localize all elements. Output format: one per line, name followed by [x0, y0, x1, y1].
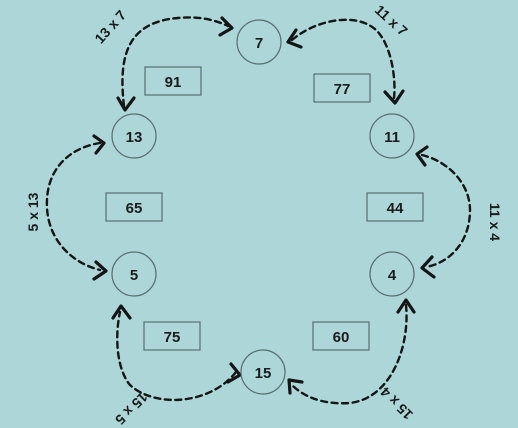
node-13-label: 13	[126, 129, 143, 146]
product-65-label: 65	[126, 200, 143, 217]
edge-label-11x4: 11 x 4	[487, 203, 503, 241]
edge-label-11x7: 11 x 7	[372, 2, 411, 40]
node-4-label: 4	[388, 267, 397, 284]
node-15-label: 15	[255, 365, 272, 382]
arrow-5-to-13	[45, 134, 108, 281]
arrow-11-to-4	[415, 145, 472, 279]
node-7: 7	[236, 19, 282, 65]
node-5: 5	[111, 251, 157, 297]
node-7-label: 7	[255, 35, 263, 52]
product-box-60: 60	[312, 321, 370, 351]
arrow-15-to-5	[111, 304, 242, 402]
arrow-4-to-15	[287, 298, 416, 405]
node-11-label: 11	[384, 129, 400, 146]
product-box-65: 65	[105, 192, 163, 222]
product-box-75: 75	[143, 321, 201, 351]
node-15: 15	[240, 349, 286, 395]
product-44-label: 44	[387, 200, 404, 217]
edge-label-15x5: 15 x 5	[112, 389, 151, 428]
node-4: 4	[369, 251, 415, 297]
node-5-label: 5	[130, 267, 138, 284]
arrow-7-to-11	[286, 18, 405, 105]
product-box-91: 91	[144, 66, 202, 96]
edge-label-15x4: 15 x 4	[377, 384, 416, 423]
arrow-13-to-7	[116, 16, 234, 112]
edge-label-5x13: 5 x 13	[25, 192, 41, 231]
product-75-label: 75	[164, 329, 181, 346]
node-11: 11	[369, 113, 415, 159]
product-60-label: 60	[333, 329, 350, 346]
product-91-label: 91	[165, 74, 182, 91]
edge-label-13x7: 13 x 7	[91, 7, 129, 47]
product-box-77: 77	[313, 73, 371, 103]
node-13: 13	[111, 113, 157, 159]
product-77-label: 77	[334, 81, 351, 98]
product-box-44: 44	[366, 192, 424, 222]
